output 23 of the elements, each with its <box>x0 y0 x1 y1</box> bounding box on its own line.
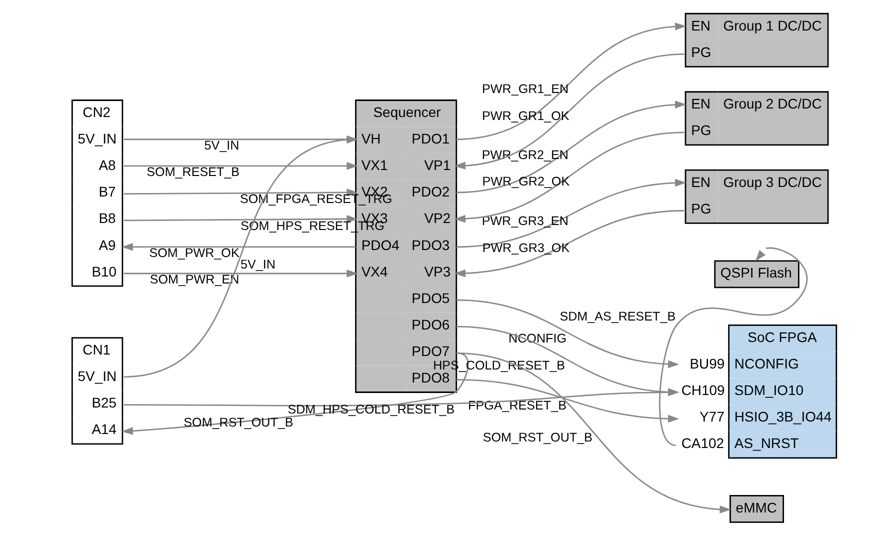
edge-label: SDM_HPS_COLD_RESET_B <box>288 402 455 416</box>
edge-label: SOM_RESET_B <box>146 164 240 179</box>
edge-label: PWR_GR1_EN <box>482 82 569 96</box>
edge-label: SOM_RST_OUT_B <box>184 416 294 430</box>
node-text: CN2 5V_IN A8 B7 B8 A9 B10 <box>78 104 117 280</box>
node-text: CN1 5V_IN B25 A14 <box>78 342 117 438</box>
node-label: CH109 <box>681 382 725 398</box>
edge-label: SOM_RST_OUT_B <box>482 430 592 445</box>
edge-label: NCONFIG <box>508 331 566 346</box>
edge-label: 5V_IN <box>240 257 276 272</box>
node-label: CA102 <box>681 435 724 452</box>
edge-label: PWR_GR2_OK <box>482 174 570 188</box>
edge-label: 5V_IN <box>204 138 240 152</box>
node-label: BU99 <box>690 356 725 372</box>
edge-label: PWR_GR2_EN <box>482 148 568 162</box>
edge-label: FPGA_RESET_B <box>468 398 566 412</box>
edge-label: SOM_PWR_EN <box>150 272 240 287</box>
edge-label: PWR_GR1_OK <box>482 109 570 124</box>
node-label: Y77 <box>699 408 724 425</box>
edge-label: SDM_AS_RESET_B <box>560 310 676 324</box>
edge-label: PWR_GR3_OK <box>482 240 570 255</box>
edge-label: SOM_PWR_OK <box>149 246 240 260</box>
edge-label: PWR_GR3_EN <box>482 214 568 228</box>
